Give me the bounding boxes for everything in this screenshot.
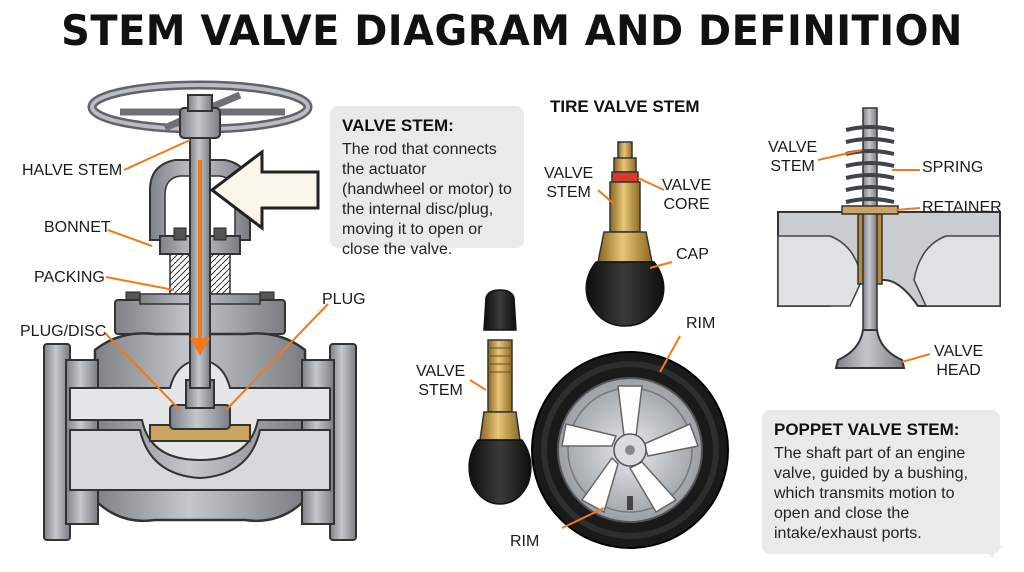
label-poppet-valve-stem: VALVE STEM [768, 139, 818, 175]
poppet-definition-heading: POPPET VALVE STEM: [774, 420, 960, 439]
tire-wheel-illustration [468, 289, 729, 549]
valve-stem-definition-box: VALVE STEM: The rod that connects the ac… [330, 106, 524, 258]
poppet-valve-illustration [777, 107, 1001, 369]
label-spring: SPRING [922, 159, 984, 176]
label-rim-bottom: RIM [510, 533, 540, 550]
page-title: STEM VALVE DIAGRAM AND DEFINITION [61, 6, 963, 55]
label-valve-head: VALVE HEAD [934, 343, 984, 379]
label-loose-valve-stem: VALVE STEM [416, 363, 466, 399]
label-plug: PLUG [322, 291, 366, 308]
label-rim-top: RIM [686, 315, 716, 332]
label-bonnet: BONNET [44, 219, 111, 236]
label-cap: CAP [676, 246, 709, 263]
label-valve-core: VALVE CORE [662, 177, 712, 213]
label-tire-valve-stem: VALVE STEM [544, 165, 594, 201]
poppet-stem [862, 107, 878, 355]
globe-valve-illustration [43, 80, 357, 541]
label-retainer: RETAINER [922, 199, 1002, 216]
poppet-definition-box: POPPET VALVE STEM: The shaft part of an … [762, 410, 1000, 554]
tire-valve-illustration [585, 141, 673, 327]
pointer-arrow [209, 148, 320, 232]
label-plug-disc: PLUG/DISC [20, 323, 107, 340]
tire-valve-heading: TIRE VALVE STEM [550, 97, 700, 116]
valve-stem-definition-text: The rod that connects the actuator (hand… [342, 141, 512, 258]
label-packing: PACKING [34, 269, 105, 286]
poppet-definition-text: The shaft part of an engine valve, guide… [774, 445, 968, 542]
valve-stem-definition-heading: VALVE STEM: [342, 116, 454, 135]
label-halve-stem: HALVE STEM [22, 162, 123, 179]
